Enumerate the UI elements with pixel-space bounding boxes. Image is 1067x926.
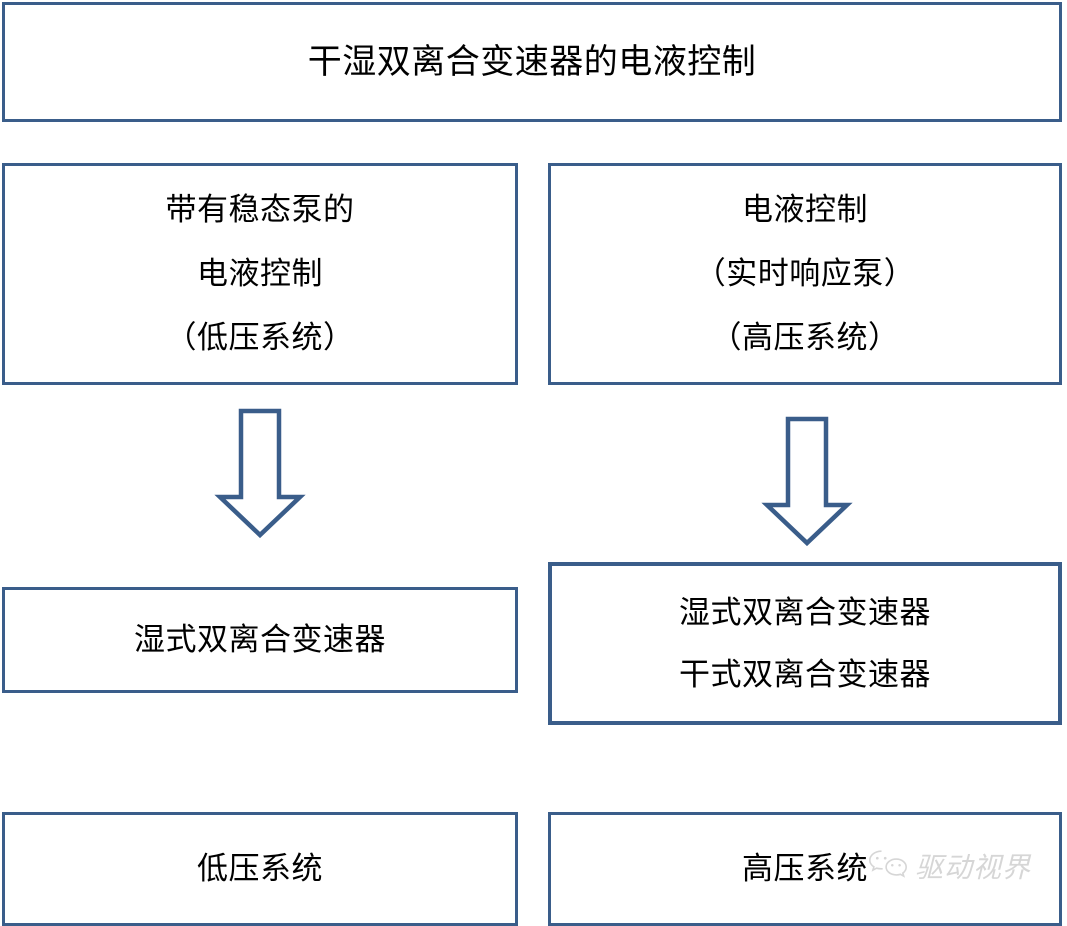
box-low-pressure-system: 低压系统 <box>2 812 518 926</box>
box-highpressure-source-line-1: 电液控制 <box>742 192 868 227</box>
box-wet-dct-line-1: 湿式双离合变速器 <box>134 622 386 657</box>
box-lowpressure-source-line-3: （低压系统） <box>165 320 355 355</box>
box-wet-dry-dct-line-2: 干式双离合变速器 <box>679 656 931 692</box>
box-wet-dry-dct: 湿式双离合变速器 干式双离合变速器 <box>548 562 1062 725</box>
diagram-title-box: 干湿双离合变速器的电液控制 <box>2 2 1062 122</box>
box-highpressure-source: 电液控制 （实时响应泵） （高压系统） <box>548 163 1062 385</box>
box-high-pressure-system: 高压系统 <box>548 812 1062 926</box>
box-low-pressure-system-label: 低压系统 <box>197 851 323 886</box>
box-lowpressure-source-line-1: 带有稳态泵的 <box>165 192 355 227</box>
diagram-title-text: 干湿双离合变速器的电液控制 <box>307 43 757 81</box>
arrow-high-pressure-down <box>757 413 857 553</box>
arrow-low-pressure-down <box>210 405 310 545</box>
box-wet-dry-dct-line-1: 湿式双离合变速器 <box>679 594 931 630</box>
box-highpressure-source-line-2: （实时响应泵） <box>694 256 916 291</box>
box-lowpressure-source: 带有稳态泵的 电液控制 （低压系统） <box>2 163 518 385</box>
box-lowpressure-source-line-2: 电液控制 <box>197 256 323 291</box>
box-wet-dct: 湿式双离合变速器 <box>2 587 518 693</box>
box-highpressure-source-line-3: （高压系统） <box>710 320 900 355</box>
box-high-pressure-system-label: 高压系统 <box>742 851 868 886</box>
